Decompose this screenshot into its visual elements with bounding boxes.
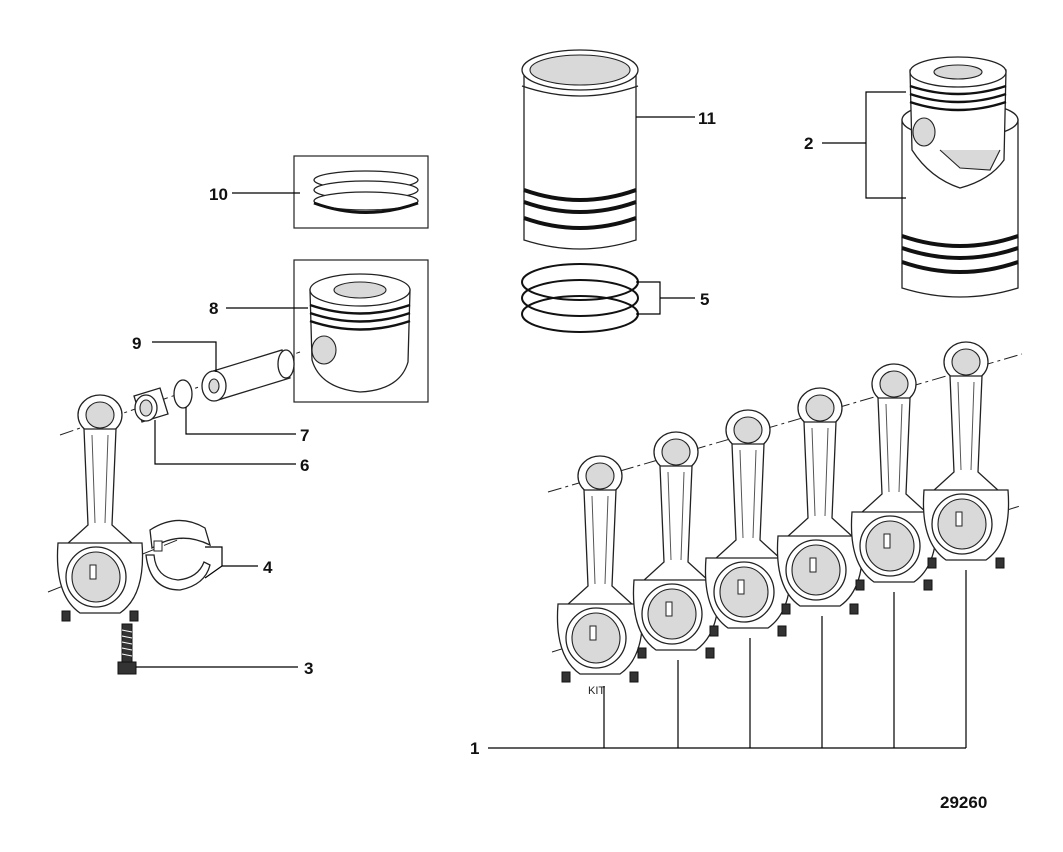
callout-5: 5 [700,290,709,309]
ring-set-frame [293,155,429,229]
connecting-rod-kit [556,341,1010,683]
piston-pin-retainer [173,379,193,409]
callout-3: 3 [304,659,313,678]
leader-lines [136,91,967,749]
connecting-rod-bolt [117,623,137,675]
piston-pin-boss [311,335,337,365]
kit-mark: KIT [588,685,605,697]
callout-7: 7 [300,426,309,445]
piston-pin [201,349,295,402]
piston-group [293,259,429,403]
piston-and-liner-kit [901,56,1019,298]
kit-rod-5 [850,363,938,591]
liner-o-rings [521,263,639,333]
figure-id: 29260 [940,793,987,812]
pin-axis-kit [547,353,1023,493]
callout-4: 4 [263,558,273,577]
callout-11: 11 [698,109,716,128]
kit-rod-6 [922,341,1010,569]
kit-rod-1 [556,455,644,683]
kit-rod-3 [704,409,792,637]
connecting-rod-single [56,394,144,622]
piston-ring-set-group [293,155,429,229]
rod-bearing-shells [145,519,212,591]
callout-1: 1 [470,739,479,758]
cylinder-liner [521,49,639,250]
callout-2: 2 [804,134,813,153]
callout-8: 8 [209,299,218,318]
callout-labels: 10 8 9 7 6 4 3 11 5 2 1 [132,109,813,758]
piston-frame [293,259,429,403]
callout-6: 6 [300,456,309,475]
piston-body [309,289,411,393]
callout-9: 9 [132,334,141,353]
callout-10: 10 [209,185,228,204]
small-end-bushing [133,387,169,423]
kit-rod-2 [632,431,720,659]
piston-ring-bottom [313,191,419,211]
